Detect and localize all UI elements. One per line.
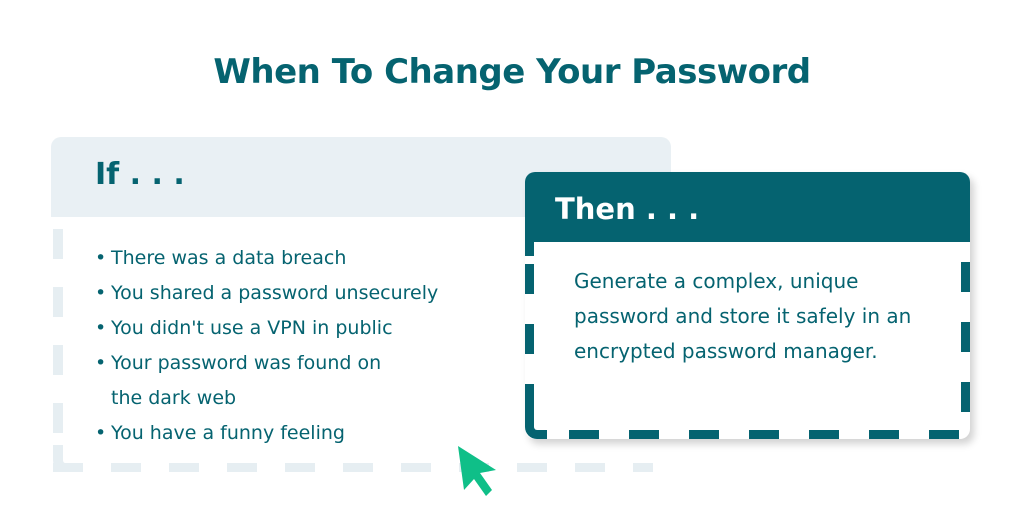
list-item: •You didn't use a VPN in public: [95, 311, 438, 346]
list-item-continuation: the dark web: [111, 387, 237, 409]
dashed-border-bottom: [53, 463, 653, 472]
list-item: •Your password was found on: [95, 346, 438, 381]
then-action-text: Generate a complex, unique password and …: [574, 269, 912, 363]
list-item: •You have a funny feeling: [95, 416, 438, 451]
bullet-icon: •: [95, 317, 107, 339]
if-panel-heading: If . . .: [95, 157, 185, 192]
bullet-icon: •: [95, 282, 107, 304]
bullet-icon: •: [95, 422, 107, 444]
list-item: •There was a data breach: [95, 241, 438, 276]
if-conditions-list: •There was a data breach •You shared a p…: [95, 241, 438, 451]
page-title: When To Change Your Password: [213, 52, 811, 92]
list-item: •You shared a password unsecurely: [95, 276, 438, 311]
dashed-border-corner: [525, 412, 547, 439]
then-action-panel: Then . . . Generate a complex, unique pa…: [525, 172, 970, 439]
then-panel-heading: Then . . .: [555, 192, 700, 226]
bullet-icon: •: [95, 247, 107, 269]
dashed-border-left: [525, 256, 534, 416]
dashed-border-right: [961, 262, 970, 422]
mouse-pointer-icon: [456, 444, 500, 504]
bullet-icon: •: [95, 352, 107, 374]
dashed-border-left-top: [525, 242, 534, 256]
then-panel-header: Then . . .: [525, 172, 970, 242]
dashed-border-left: [53, 229, 63, 459]
if-condition-panel: If . . . •There was a data breach •You s…: [51, 137, 671, 479]
dashed-border-bottom: [569, 430, 964, 439]
